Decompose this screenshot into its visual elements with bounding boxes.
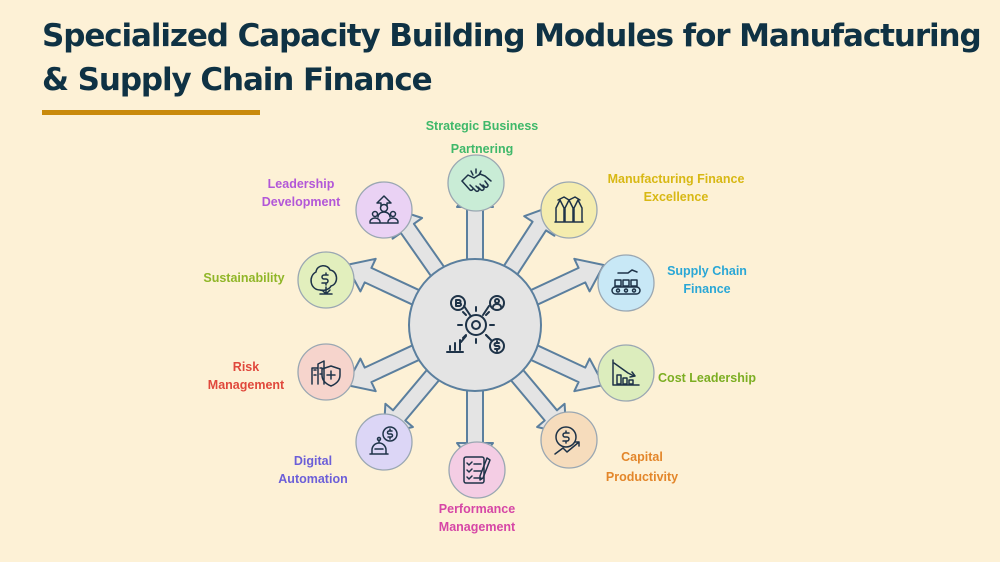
shield-plus-icon [311, 360, 341, 387]
module-node-cost-leadership [597, 344, 655, 402]
conveyor-icon [611, 269, 641, 295]
page-title: Specialized Capacity Building Modules fo… [42, 18, 982, 98]
module-label-line: Automation [278, 472, 348, 486]
module-label-line: Digital [293, 454, 333, 468]
module-label-line: Capital [621, 450, 663, 464]
module-node-sustainability [297, 251, 355, 309]
module-node-performance-management [448, 441, 506, 499]
module-label-line: Partnering [450, 142, 514, 156]
module-node-risk-management [297, 343, 355, 401]
module-node-supply-chain-finance [597, 254, 655, 312]
module-circle-supply-chain-finance [597, 254, 655, 312]
module-circles [297, 154, 655, 499]
module-label-line: Cost Leadership [658, 371, 756, 385]
hub-circle [408, 258, 542, 392]
module-circle-strategic-business-partnering [447, 154, 505, 212]
module-circle-performance-management [448, 441, 506, 499]
module-node-leadership-development [355, 181, 413, 239]
module-circle-digital-automation [355, 413, 413, 471]
module-label-line: Manufacturing Finance [607, 172, 745, 186]
team-growth-icon [369, 195, 399, 224]
module-node-strategic-business-partnering [447, 154, 505, 212]
gear-network-icon [446, 295, 505, 354]
module-label-line: Supply Chain [667, 264, 747, 278]
checklist-icon [463, 456, 491, 484]
declining-chart-icon [612, 359, 640, 386]
module-label-line: Management [207, 378, 285, 392]
handshake-icon [461, 168, 492, 193]
module-label-line: Sustainability [203, 271, 285, 285]
module-label-line: Management [438, 520, 516, 534]
robot-dollar-icon [369, 426, 398, 455]
module-label-line: Excellence [643, 190, 709, 204]
module-node-digital-automation [355, 413, 413, 471]
arrow-star [345, 182, 605, 468]
module-circle-sustainability [297, 251, 355, 309]
module-circle-leadership-development [355, 181, 413, 239]
module-circle-risk-management [297, 343, 355, 401]
module-label-line: Finance [683, 282, 731, 296]
dollar-growth-icon [554, 426, 580, 455]
module-label-line: Performance [438, 502, 516, 516]
module-label-line: Strategic Business [425, 119, 539, 133]
module-node-capital-productivity [540, 411, 598, 469]
module-label-cost-leadership: Cost Leadership [647, 369, 767, 387]
title-underline [42, 110, 260, 115]
factory-chart-icon [554, 196, 584, 223]
dollar-tree-icon [310, 265, 338, 295]
module-circle-manufacturing-finance-excellence [540, 181, 598, 239]
module-label-line: Leadership [267, 177, 335, 191]
module-label-sustainability: Sustainability [189, 269, 299, 287]
module-label-line: Productivity [605, 470, 679, 484]
module-label-line: Development [261, 195, 341, 209]
module-circle-cost-leadership [597, 344, 655, 402]
module-label-line: Risk [232, 360, 260, 374]
module-node-manufacturing-finance-excellence [540, 181, 598, 239]
